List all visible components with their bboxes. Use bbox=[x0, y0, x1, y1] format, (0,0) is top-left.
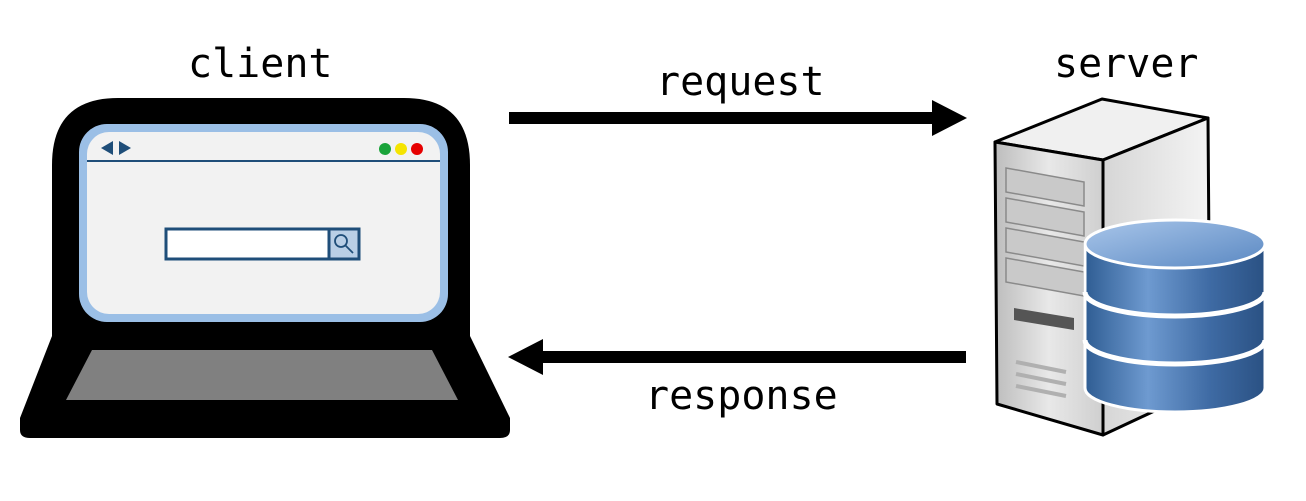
server-label: server bbox=[1054, 41, 1199, 87]
back-forward-arrows-icon[interactable] bbox=[101, 141, 131, 155]
laptop-keyboard bbox=[66, 350, 458, 400]
search-input[interactable] bbox=[164, 227, 331, 261]
request-label: request bbox=[656, 59, 825, 105]
back-arrow-icon[interactable] bbox=[101, 141, 113, 155]
window-dot-red[interactable] bbox=[411, 143, 423, 155]
browser-window bbox=[87, 132, 440, 314]
database-ring-2 bbox=[1082, 339, 1268, 367]
window-dot-yellow[interactable] bbox=[395, 143, 407, 155]
response-arrow bbox=[508, 339, 966, 375]
server-slot bbox=[1014, 308, 1074, 330]
laptop-icon bbox=[20, 98, 510, 438]
database-body bbox=[1083, 242, 1267, 414]
client-label: client bbox=[188, 41, 333, 87]
server-vents bbox=[1015, 360, 1067, 398]
forward-arrow-icon[interactable] bbox=[119, 141, 131, 155]
magnifier-icon bbox=[334, 234, 354, 254]
search-button[interactable] bbox=[327, 227, 361, 261]
response-label: response bbox=[645, 373, 838, 419]
window-dot-green[interactable] bbox=[379, 143, 391, 155]
request-arrow bbox=[509, 100, 967, 136]
server-drive-bays bbox=[1005, 167, 1085, 297]
database-ring-1 bbox=[1082, 291, 1268, 319]
database-cylinder-icon bbox=[1082, 218, 1268, 414]
database-top bbox=[1083, 218, 1267, 270]
